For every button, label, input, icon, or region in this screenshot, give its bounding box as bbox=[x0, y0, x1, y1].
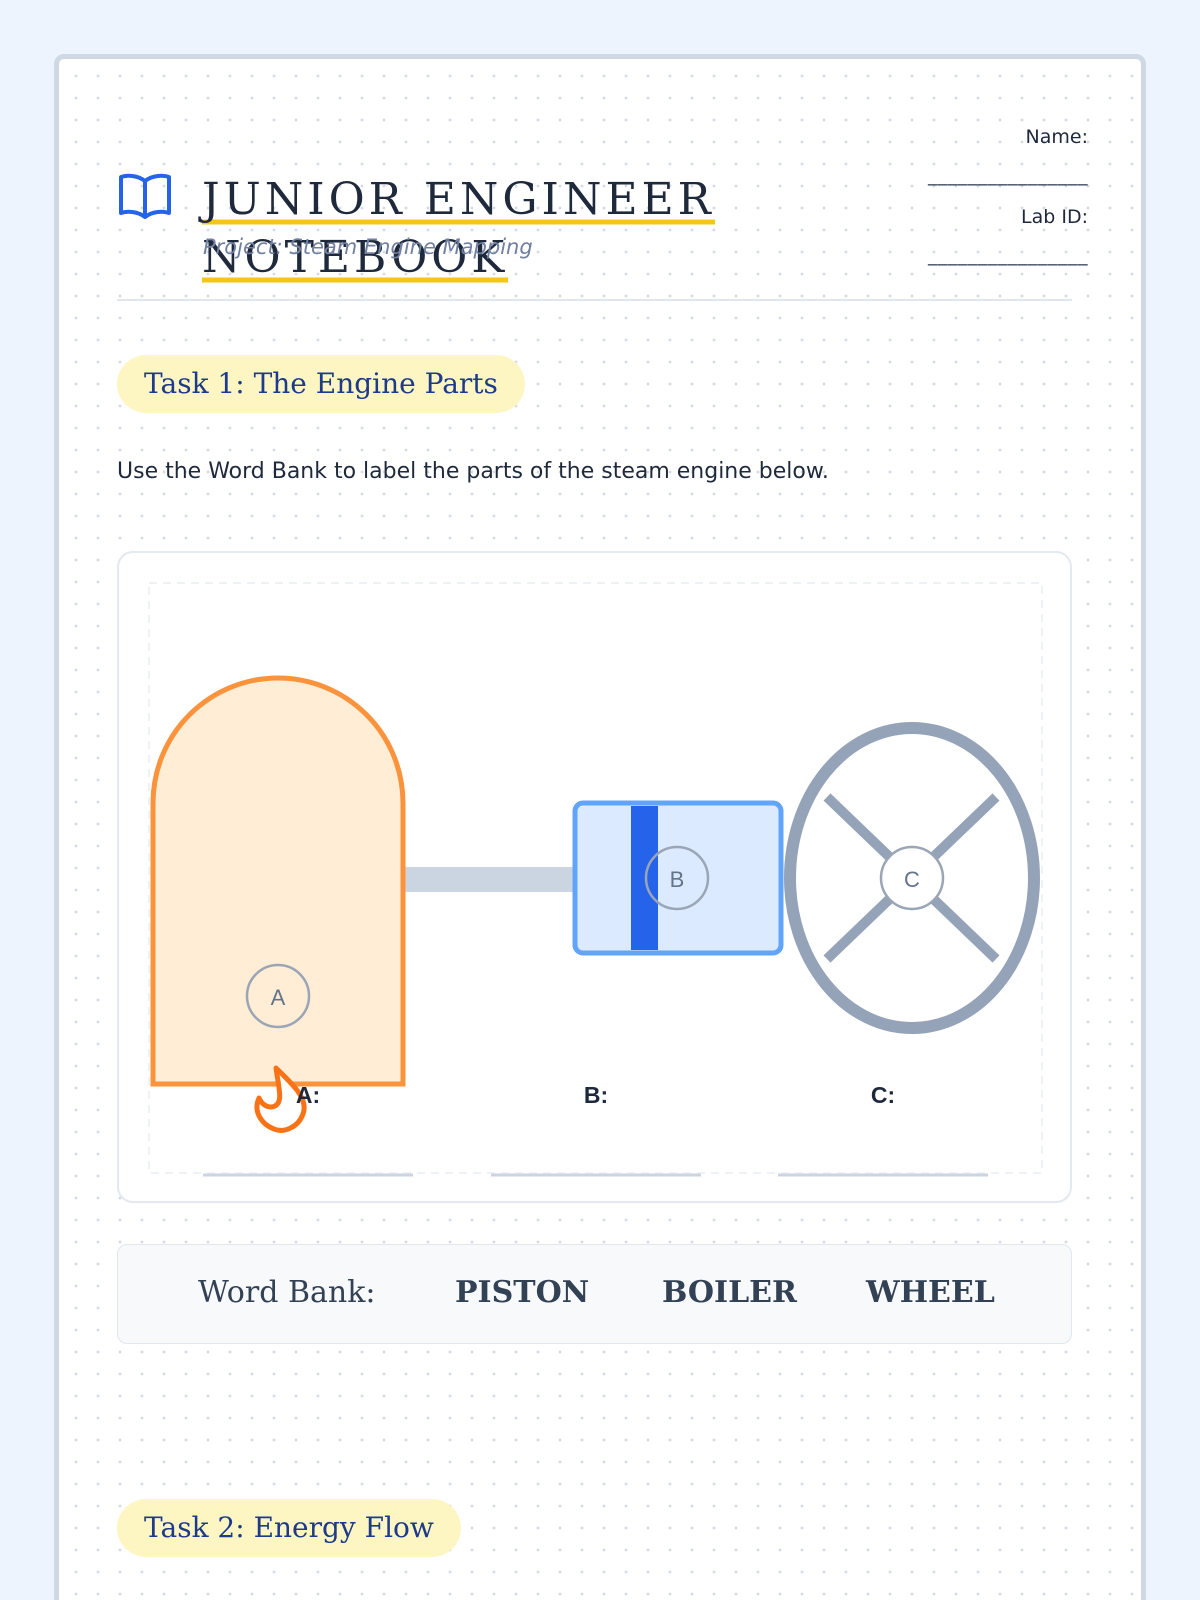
student-info: Name: ________________ Lab ID: _________… bbox=[928, 124, 1088, 284]
lab-id-field[interactable]: ________________ bbox=[928, 244, 1088, 266]
title-line-1: JUNIOR ENGINEER bbox=[202, 171, 715, 229]
book-open-icon bbox=[119, 173, 171, 219]
answer-label-a: A: bbox=[296, 1082, 320, 1108]
word-bank-word[interactable]: WHEEL bbox=[866, 1275, 995, 1310]
steam-engine-diagram: A B C A: B: C: bbox=[148, 582, 1043, 1177]
word-bank-word[interactable]: PISTON bbox=[455, 1275, 590, 1310]
marker-b-text: B bbox=[670, 867, 685, 892]
marker-c bbox=[879, 845, 945, 911]
engine-diagram-card: A B C A: B: C: bbox=[117, 551, 1072, 1203]
name-field[interactable]: ________________ bbox=[928, 164, 1088, 186]
title-line-2: NOTEBOOK bbox=[202, 229, 509, 287]
word-bank-word[interactable]: BOILER bbox=[662, 1275, 797, 1310]
cylinder bbox=[572, 800, 784, 956]
piston bbox=[631, 806, 658, 950]
notebook-sheet: JUNIOR ENGINEER NOTEBOOK Project: Steam … bbox=[54, 54, 1146, 1600]
marker-c-text: C bbox=[904, 867, 920, 892]
marker-b bbox=[644, 845, 710, 911]
marker-a bbox=[245, 963, 311, 1029]
answer-label-c: C: bbox=[871, 1082, 895, 1108]
marker-a-text: A bbox=[271, 985, 286, 1010]
boiler bbox=[150, 675, 406, 1087]
project-subtitle: Project: Steam Engine Mapping bbox=[203, 235, 533, 259]
steam-pipe bbox=[401, 867, 575, 892]
notebook-title: JUNIOR ENGINEER NOTEBOOK bbox=[202, 171, 715, 287]
word-bank: Word Bank: PISTON BOILER WHEEL bbox=[117, 1244, 1072, 1344]
word-bank-label: Word Bank: bbox=[198, 1275, 376, 1310]
task-2-heading: Task 2: Energy Flow bbox=[117, 1499, 461, 1557]
name-label: Name: bbox=[1025, 126, 1088, 148]
flame-icon bbox=[254, 1065, 307, 1133]
answer-label-b: B: bbox=[584, 1082, 608, 1108]
lab-id-label: Lab ID: bbox=[1021, 206, 1088, 228]
header-divider bbox=[117, 299, 1072, 301]
task-1-instruction: Use the Word Bank to label the parts of … bbox=[117, 459, 829, 484]
task-1-heading: Task 1: The Engine Parts bbox=[117, 355, 525, 413]
